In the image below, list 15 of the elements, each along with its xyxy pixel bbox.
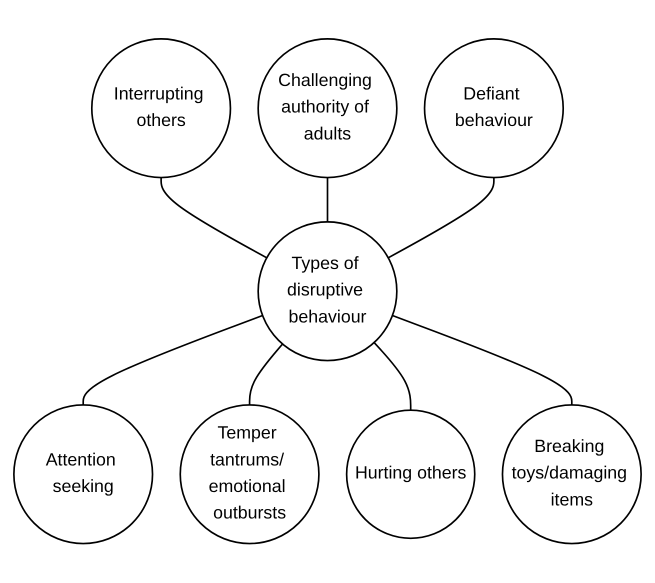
node-circle: Attention seeking xyxy=(13,404,154,545)
node-circle: Challenging authority of adults xyxy=(257,38,398,179)
connector xyxy=(160,178,268,259)
node-circle: Interrupting others xyxy=(90,38,232,179)
connector xyxy=(326,178,328,222)
connector xyxy=(248,344,284,406)
connector xyxy=(392,315,573,406)
node-circle: Breaking toys/damaging items xyxy=(502,404,642,545)
node-circle: Types of disruptive behaviour xyxy=(257,221,398,362)
node-circle: Temper tantrums/ emotional outbursts xyxy=(179,404,320,545)
connector xyxy=(388,178,495,259)
connector xyxy=(82,315,263,406)
node-circle: Hurting others xyxy=(346,410,476,540)
connector xyxy=(374,342,412,410)
node-circle: Defiant behaviour xyxy=(424,38,564,179)
